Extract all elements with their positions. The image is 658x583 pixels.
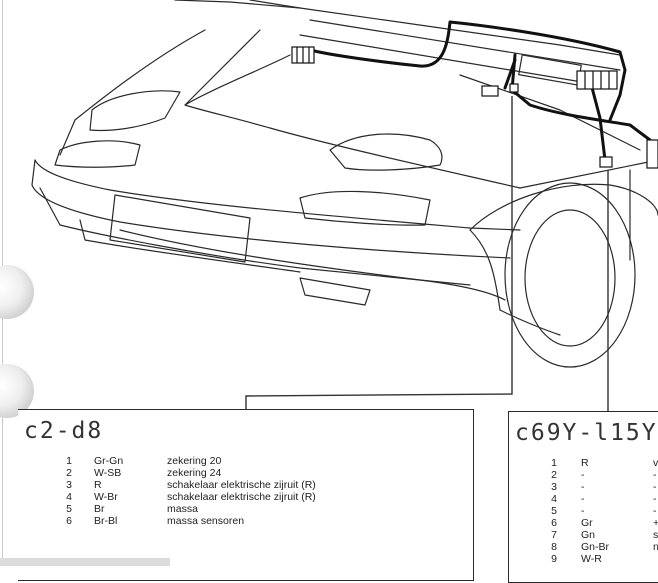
cowl-line bbox=[309, 19, 621, 71]
licence-plate-recess bbox=[109, 194, 251, 263]
connector-small-a bbox=[481, 85, 499, 97]
wire-color: W-Br bbox=[94, 491, 118, 503]
pin-row: 5 - - bbox=[509, 505, 658, 517]
pin-description: - bbox=[653, 469, 657, 481]
pin-number: 3 bbox=[551, 481, 557, 493]
pin-description: s bbox=[653, 529, 658, 541]
pin-description: zekering 20 bbox=[167, 455, 222, 467]
pin-description: - bbox=[653, 505, 657, 517]
pin-row: 2 W-SB zekering 24 bbox=[18, 467, 473, 479]
wire-color: W-SB bbox=[94, 467, 122, 479]
wire-color: - bbox=[581, 469, 585, 481]
windscreen-line bbox=[249, 0, 621, 56]
pin-description: massa sensoren bbox=[167, 515, 245, 527]
pin-number: 6 bbox=[66, 515, 72, 527]
pin-row: 4 W-Br schakelaar elektrische zijruit (R) bbox=[18, 491, 473, 503]
pin-number: 9 bbox=[551, 553, 557, 565]
wire-color: - bbox=[581, 505, 585, 517]
pin-number: 4 bbox=[66, 491, 72, 503]
wire-color: Gr bbox=[581, 517, 593, 529]
car-front-drawing bbox=[31, 0, 658, 411]
wire-color: - bbox=[581, 481, 585, 493]
pin-row: 9 W-R bbox=[509, 553, 658, 565]
wire-color: Gn bbox=[581, 529, 596, 541]
pop-up-left bbox=[54, 140, 141, 168]
pop-up-right bbox=[299, 190, 431, 226]
connector-table-c2-d8: c2-d8 1 Gr-Gn zekering 20 2 W-SB zekering 24… bbox=[18, 409, 474, 581]
pin-row: 6 Gr + bbox=[509, 517, 658, 529]
pin-number: 7 bbox=[551, 529, 557, 541]
pin-row: 6 Br-Bl massa sensoren bbox=[18, 515, 473, 527]
lower-intake bbox=[299, 277, 371, 306]
pin-number: 2 bbox=[66, 467, 72, 479]
pin-number: 3 bbox=[66, 479, 72, 491]
wire-color: Gn-Br bbox=[581, 541, 610, 553]
bumper-bottom bbox=[79, 219, 301, 273]
headlight-right bbox=[329, 133, 443, 171]
connector-small-b bbox=[509, 83, 519, 93]
connector-c69Y-l15Y bbox=[576, 70, 618, 90]
wire-color: Gr-Gn bbox=[94, 455, 124, 467]
hood-center bbox=[184, 29, 261, 106]
pin-description: massa bbox=[167, 503, 198, 515]
pin-row: 3 - - bbox=[509, 481, 658, 493]
pin-description: schakelaar elektrische zijruit (R) bbox=[167, 491, 316, 503]
pin-number: 4 bbox=[551, 493, 557, 505]
spoiler-line bbox=[119, 229, 506, 301]
bumper-lower bbox=[39, 187, 471, 286]
pin-row: 5 Br massa bbox=[18, 503, 473, 515]
rim bbox=[524, 209, 616, 347]
pin-number: 8 bbox=[551, 541, 557, 553]
pin-description: zekering 24 bbox=[167, 467, 222, 479]
wire-color: R bbox=[94, 479, 102, 491]
pin-row: 1 Gr-Gn zekering 20 bbox=[18, 455, 473, 467]
wing-line bbox=[519, 159, 658, 189]
pin-number: 6 bbox=[551, 517, 557, 529]
wire-color: Br-Bl bbox=[94, 515, 118, 527]
pin-number: 1 bbox=[66, 455, 72, 467]
pin-description: n bbox=[653, 541, 658, 553]
pin-row: 8 Gn-Br n bbox=[509, 541, 658, 553]
wheel-arch bbox=[469, 183, 658, 231]
pin-description: + bbox=[653, 517, 658, 529]
connector-code: c2-d8 bbox=[24, 418, 104, 444]
pin-row: 2 - - bbox=[509, 469, 658, 481]
connector-code: c69Y-l15Y bbox=[515, 420, 658, 446]
pin-row: 7 Gn s bbox=[509, 529, 658, 541]
scan-edge-stripe bbox=[0, 558, 170, 566]
roof-line bbox=[174, 0, 301, 9]
wiring-harness bbox=[298, 20, 652, 162]
bumper-top bbox=[34, 159, 521, 231]
pin-number: 5 bbox=[551, 505, 557, 517]
pin-number: 1 bbox=[551, 457, 557, 469]
wire-color: W-R bbox=[581, 553, 602, 565]
pin-description: schakelaar elektrische zijruit (R) bbox=[167, 479, 316, 491]
body-line-a bbox=[469, 229, 501, 311]
pin-row: 4 - - bbox=[509, 493, 658, 505]
connector-sensor bbox=[599, 156, 613, 168]
cowl-line-2 bbox=[299, 34, 601, 86]
hood-crease bbox=[184, 54, 521, 189]
tyre bbox=[504, 182, 636, 368]
pin-description: - bbox=[653, 481, 657, 493]
fender-fold bbox=[499, 309, 561, 336]
hood-outline bbox=[59, 29, 206, 156]
wire-color: Br bbox=[94, 503, 105, 515]
pin-number: 5 bbox=[66, 503, 72, 515]
wire-color: - bbox=[581, 493, 585, 505]
connector-side bbox=[646, 139, 658, 169]
pin-number: 2 bbox=[551, 469, 557, 481]
leader-c2-d8 bbox=[245, 96, 513, 409]
pin-description: - bbox=[653, 493, 657, 505]
wire-color: R bbox=[581, 457, 589, 469]
bumper-front bbox=[31, 159, 511, 259]
pin-description: v bbox=[653, 457, 658, 469]
headlight-left bbox=[89, 90, 181, 132]
